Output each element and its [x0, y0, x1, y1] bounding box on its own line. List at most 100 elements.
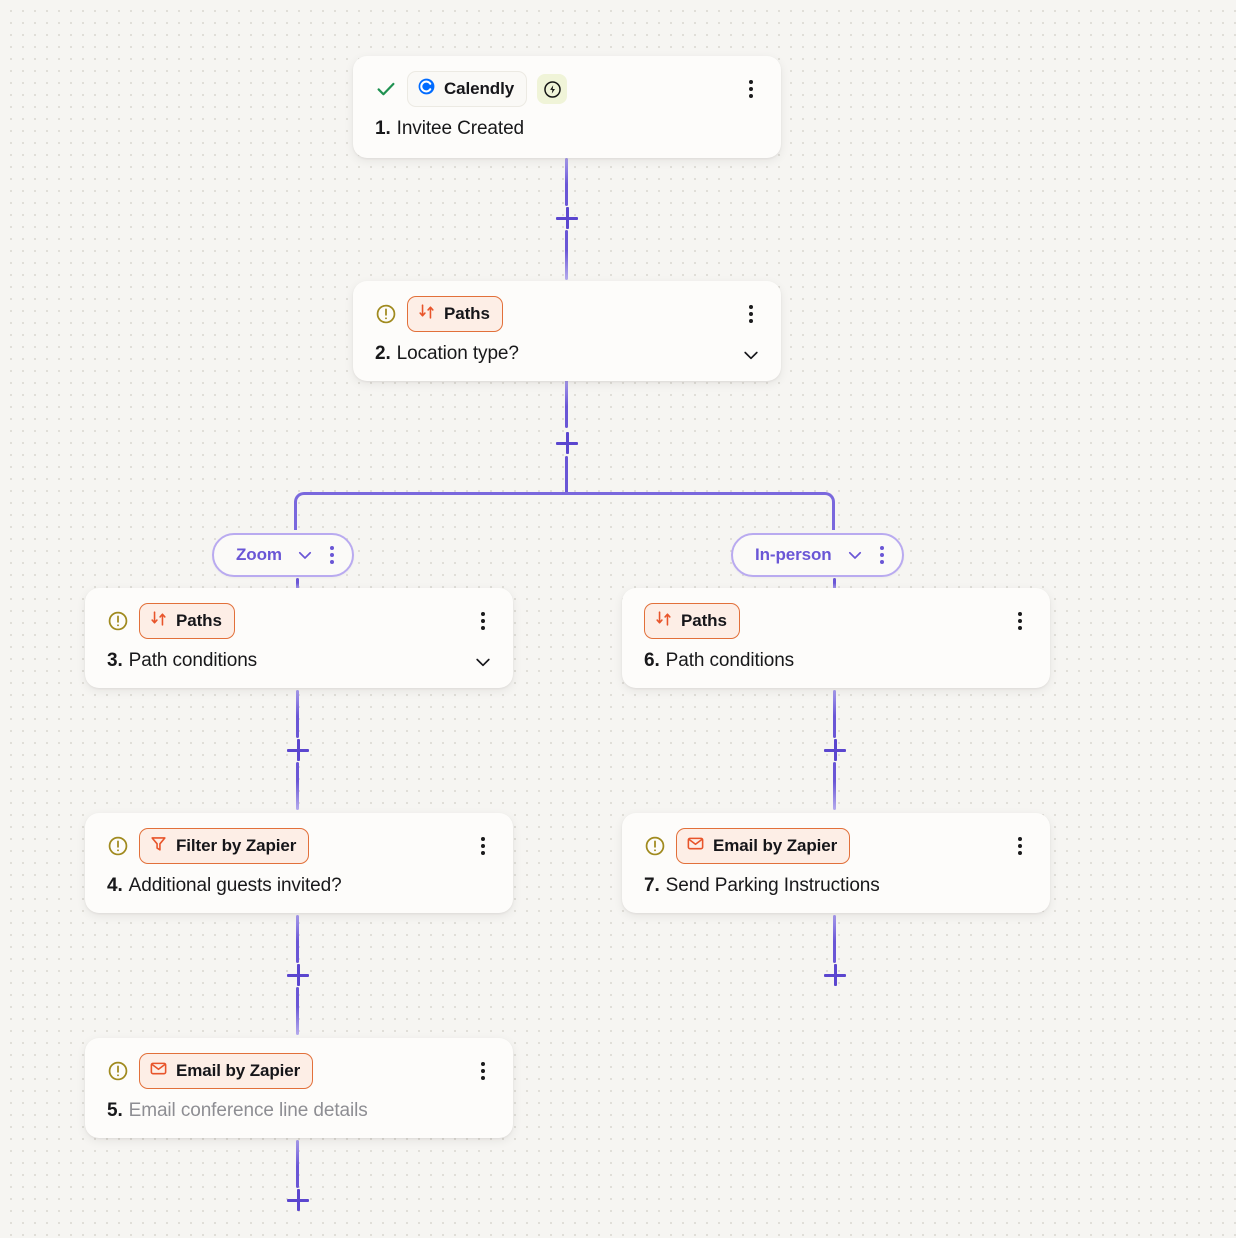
app-badge-label: Email by Zapier: [176, 1061, 301, 1080]
app-badge-calendly[interactable]: Calendly: [407, 71, 528, 107]
step-3-number: 3.: [107, 650, 123, 671]
step-2-title: 2. Location type?: [375, 343, 761, 365]
filter-icon: [149, 834, 168, 858]
warning-icon: [375, 303, 397, 325]
step-4-header: Filter by Zapier: [107, 828, 493, 864]
step-4-number: 4.: [107, 875, 123, 896]
step-3-label: Path conditions: [128, 650, 258, 671]
calendly-icon: [417, 77, 436, 101]
step-2-number: 2.: [375, 343, 391, 364]
step-2-label: Location type?: [396, 343, 519, 364]
connector-6-7-lower: [833, 762, 836, 810]
step-6-header: Paths: [644, 603, 1030, 639]
app-badge-label: Email by Zapier: [713, 836, 838, 855]
check-icon: [375, 78, 397, 100]
step-1-menu-button[interactable]: [741, 78, 761, 100]
step-1-label: Invitee Created: [396, 118, 525, 139]
app-badge-paths-2[interactable]: Paths: [407, 296, 503, 332]
step-4-menu-button[interactable]: [473, 835, 493, 857]
step-6-label: Path conditions: [665, 650, 795, 671]
step-7-label: Send Parking Instructions: [665, 875, 880, 896]
app-badge-paths-3[interactable]: Paths: [139, 603, 235, 639]
path-in-person-chevron-down-icon[interactable]: [846, 546, 864, 564]
step-3-header: Paths: [107, 603, 493, 639]
connector-1-2-lower: [565, 230, 568, 280]
warning-icon: [107, 835, 129, 857]
paths-icon: [149, 609, 168, 633]
branch-bracket: [294, 492, 835, 530]
add-step-button-after-6[interactable]: [822, 737, 848, 763]
step-card-4[interactable]: Filter by Zapier 4. Additional guests in…: [85, 813, 513, 913]
step-7-menu-button[interactable]: [1010, 835, 1030, 857]
path-in-person-menu-button[interactable]: [878, 544, 886, 566]
step-4-title: 4. Additional guests invited?: [107, 875, 493, 897]
connector-7-end: [833, 915, 836, 963]
step-3-menu-button[interactable]: [473, 610, 493, 632]
step-2-chevron-down-icon[interactable]: [741, 345, 761, 365]
connector-4-5-lower: [296, 987, 299, 1035]
step-3-title: 3. Path conditions: [107, 650, 493, 672]
step-card-6[interactable]: Paths 6. Path conditions: [622, 588, 1050, 688]
app-badge-label: Paths: [681, 611, 727, 630]
paths-icon: [417, 302, 436, 326]
step-card-2[interactable]: Paths 2. Location type?: [353, 281, 781, 381]
add-step-button-after-5[interactable]: [285, 1187, 311, 1213]
step-7-title: 7. Send Parking Instructions: [644, 875, 1030, 897]
connector-2-branch-upper: [565, 380, 568, 428]
envelope-icon: [149, 1059, 168, 1083]
step-3-chevron-down-icon[interactable]: [473, 652, 493, 672]
connector-6-7-upper: [833, 690, 836, 738]
step-5-number: 5.: [107, 1100, 123, 1121]
warning-icon: [107, 610, 129, 632]
warning-icon: [107, 1060, 129, 1082]
app-badge-paths-6[interactable]: Paths: [644, 603, 740, 639]
add-step-button-after-7[interactable]: [822, 962, 848, 988]
path-zoom-menu-button[interactable]: [328, 544, 336, 566]
lightning-bolt-icon[interactable]: [537, 74, 568, 104]
connector-4-5-upper: [296, 915, 299, 963]
path-label-zoom: Zoom: [236, 545, 282, 564]
path-label-in-person: In-person: [755, 545, 832, 564]
connector-3-4-lower: [296, 762, 299, 810]
path-pill-zoom[interactable]: Zoom: [212, 533, 354, 577]
step-6-title: 6. Path conditions: [644, 650, 1030, 672]
connector-2-branch-lower: [565, 456, 568, 494]
step-1-title: 1. Invitee Created: [375, 118, 761, 140]
connector-3-4-upper: [296, 690, 299, 738]
connector-5-end: [296, 1140, 299, 1188]
app-badge-label: Paths: [176, 611, 222, 630]
step-5-label: Email conference line details: [128, 1100, 368, 1121]
step-1-header: Calendly: [375, 71, 761, 107]
app-badge-filter[interactable]: Filter by Zapier: [139, 828, 310, 864]
step-card-1[interactable]: Calendly 1. Invitee Created: [353, 56, 781, 158]
step-4-label: Additional guests invited?: [128, 875, 342, 896]
step-7-header: Email by Zapier: [644, 828, 1030, 864]
add-step-button-after-1[interactable]: [554, 205, 580, 231]
envelope-icon: [686, 834, 705, 858]
warning-icon: [644, 835, 666, 857]
step-2-menu-button[interactable]: [741, 303, 761, 325]
connector-1-2-upper: [565, 158, 568, 206]
add-step-button-after-3[interactable]: [285, 737, 311, 763]
path-zoom-chevron-down-icon[interactable]: [296, 546, 314, 564]
add-step-button-after-2[interactable]: [554, 430, 580, 456]
step-7-number: 7.: [644, 875, 660, 896]
path-pill-in-person[interactable]: In-person: [731, 533, 904, 577]
step-card-5[interactable]: Email by Zapier 5. Email conference line…: [85, 1038, 513, 1138]
step-6-menu-button[interactable]: [1010, 610, 1030, 632]
step-2-header: Paths: [375, 296, 761, 332]
app-badge-label: Filter by Zapier: [176, 836, 297, 855]
step-5-menu-button[interactable]: [473, 1060, 493, 1082]
step-5-title: 5. Email conference line details: [107, 1100, 493, 1122]
step-1-number: 1.: [375, 118, 391, 139]
step-card-7[interactable]: Email by Zapier 7. Send Parking Instruct…: [622, 813, 1050, 913]
app-badge-email-5[interactable]: Email by Zapier: [139, 1053, 314, 1089]
app-badge-email-7[interactable]: Email by Zapier: [676, 828, 851, 864]
step-5-header: Email by Zapier: [107, 1053, 493, 1089]
step-card-3[interactable]: Paths 3. Path conditions: [85, 588, 513, 688]
connector-zoom-pill-card3: [296, 578, 299, 590]
app-badge-label: Calendly: [444, 79, 515, 98]
app-badge-label: Paths: [444, 304, 490, 323]
add-step-button-after-4[interactable]: [285, 962, 311, 988]
